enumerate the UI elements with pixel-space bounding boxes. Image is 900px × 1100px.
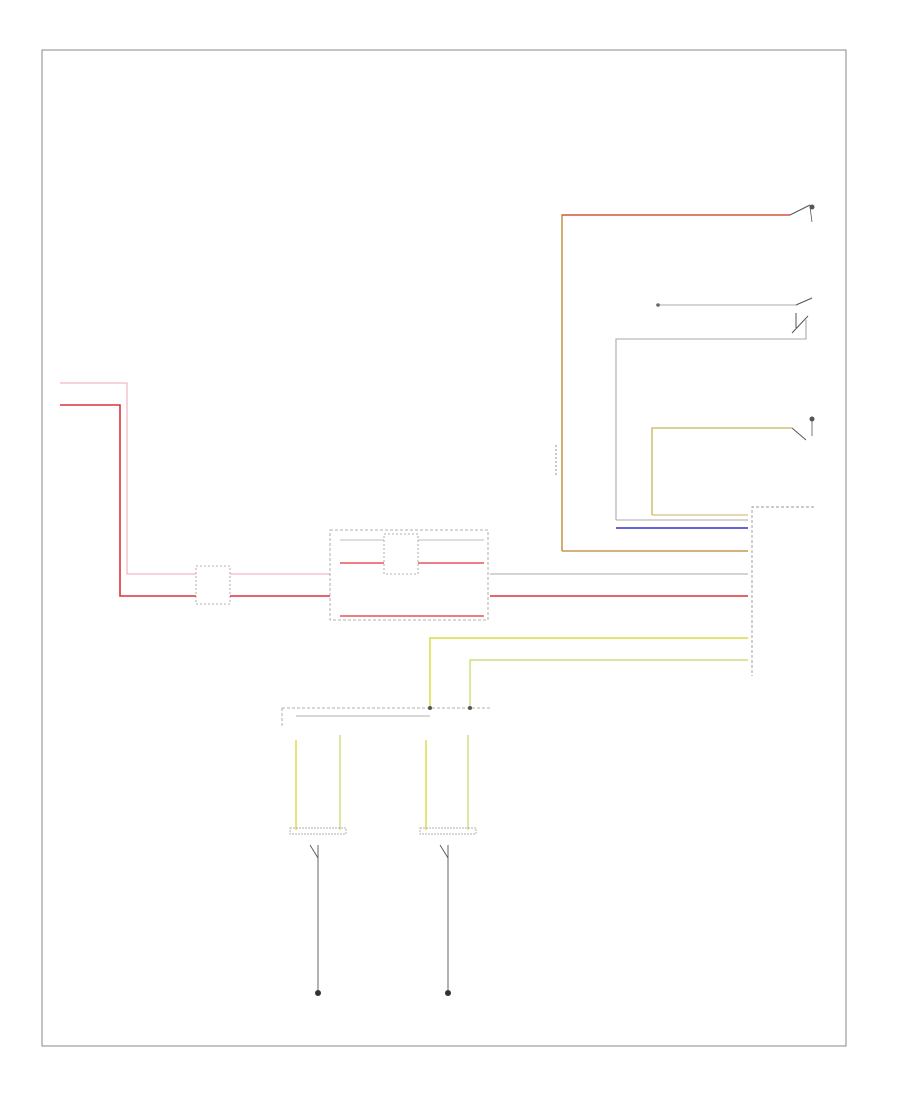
driver-ground (309, 844, 321, 996)
red-wire-left (60, 404, 196, 597)
passenger-ground (439, 844, 451, 996)
splice-bar (281, 706, 490, 728)
yellow-wire-1 (429, 637, 748, 706)
pink-wire-left (60, 382, 196, 575)
diagram-frame (41, 49, 847, 1047)
passenger-lock-switch (419, 735, 477, 835)
mid-right-switch (615, 297, 813, 520)
top-right-switch (561, 204, 815, 551)
right-door-connector (329, 529, 489, 621)
body-control-module (751, 506, 814, 676)
driver-lock-switch (289, 735, 347, 835)
left-door-connector (195, 565, 231, 605)
yellow-green-wire-2 (469, 659, 748, 706)
oil-switch (651, 416, 815, 515)
